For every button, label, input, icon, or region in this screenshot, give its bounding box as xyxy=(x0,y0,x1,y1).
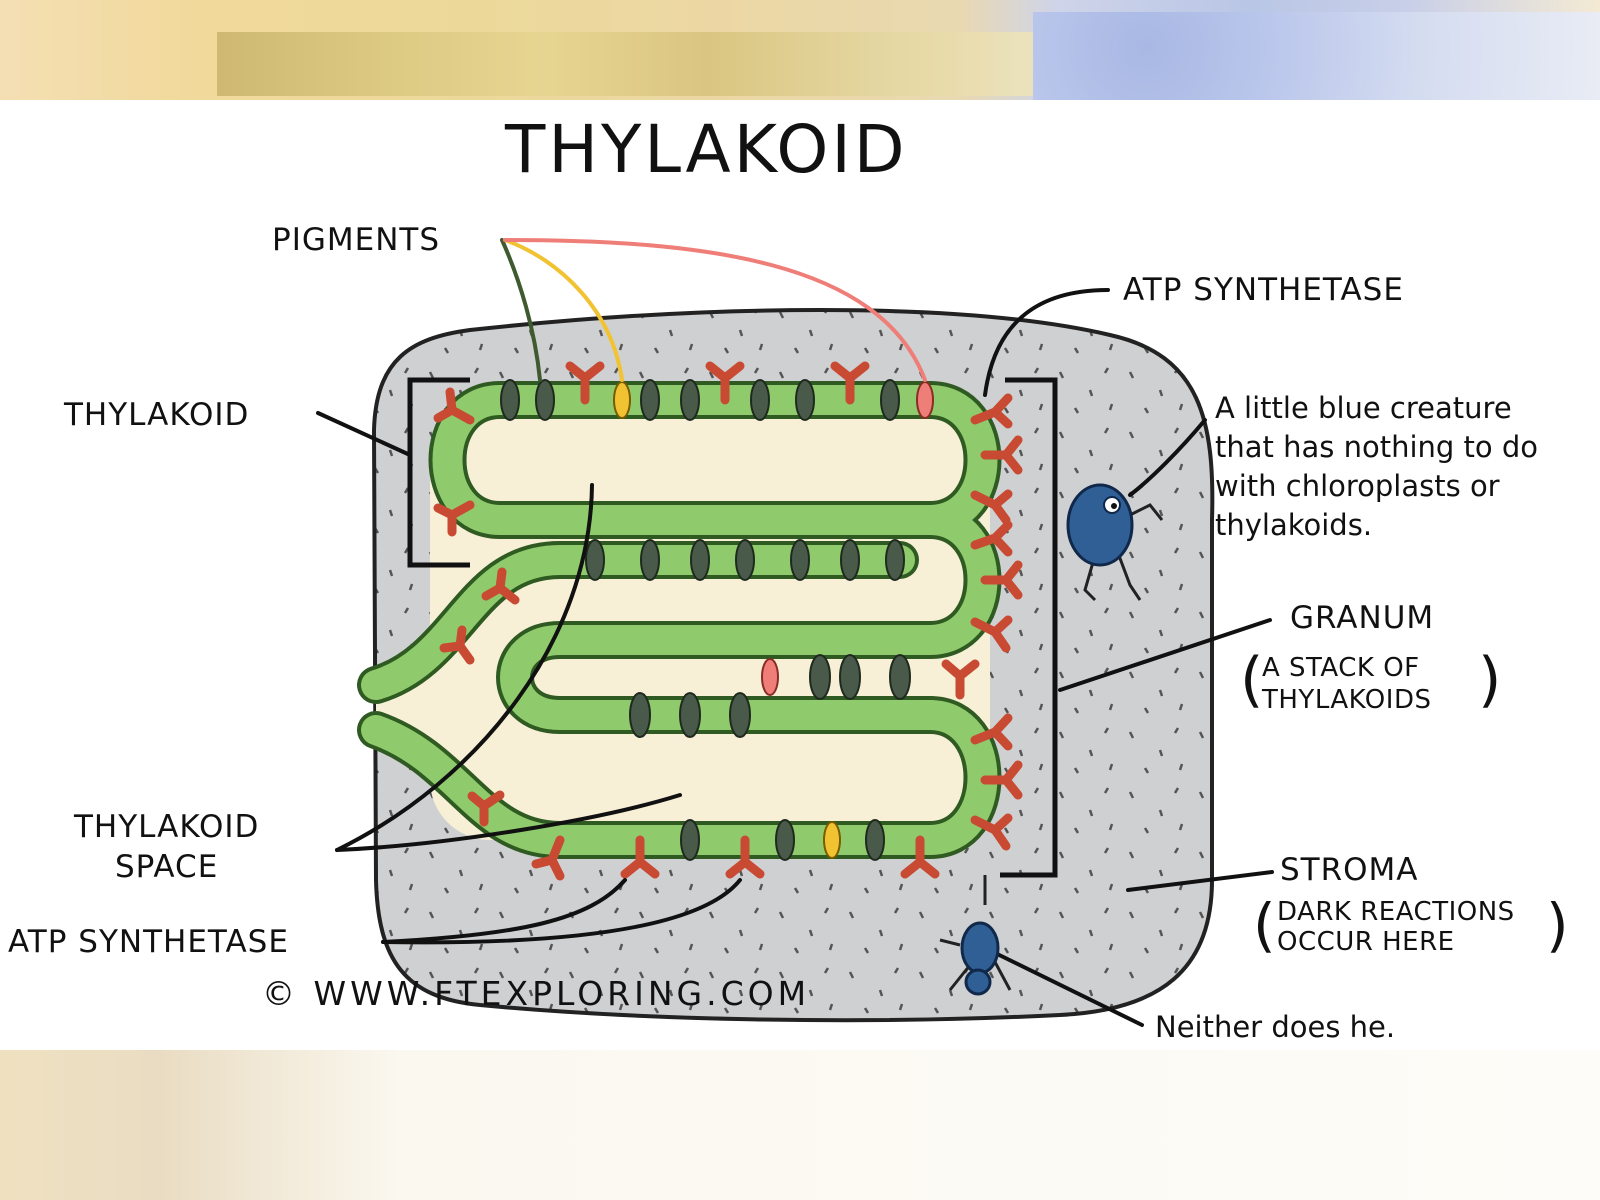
thylakoid-bracket xyxy=(407,377,470,568)
creature-note-line4: thylakoids. xyxy=(1215,508,1372,542)
pigment-pointer-lines xyxy=(500,238,927,382)
label-pigments: PIGMENTS xyxy=(272,222,440,258)
small-blue-creature-icon xyxy=(939,875,1012,996)
label-stroma-sub1: DARK REACTIONS xyxy=(1277,897,1515,927)
pigment-molecules xyxy=(500,379,911,861)
blue-creature-icon xyxy=(1066,483,1164,602)
creature-note-line2: that has nothing to do xyxy=(1215,430,1538,464)
footer-band xyxy=(0,1050,1600,1200)
label-thylakoid: THYLAKOID xyxy=(63,397,249,433)
label-atp-synthetase-top: ATP SYNTHETASE xyxy=(1123,272,1404,308)
copyright-text: © WWW.FTEXPLORING.COM xyxy=(262,974,810,1013)
creature-note-line3: with chloroplasts or xyxy=(1215,469,1500,503)
stroma-paren-close: ) xyxy=(1546,891,1569,959)
diagram-title: THYLAKOID xyxy=(504,111,908,188)
granum-bracket xyxy=(1000,377,1058,878)
label-atp-synthetase-bottom: ATP SYNTHETASE xyxy=(8,924,289,960)
creature-note-line1: A little blue creature xyxy=(1215,391,1512,425)
atp-synthase-molecules xyxy=(433,361,1023,881)
stroma-paren-open: ( xyxy=(1253,891,1276,959)
label-thylakoid-space-line2: SPACE xyxy=(115,849,218,885)
label-pointer-lines xyxy=(316,288,1274,1027)
label-neither-does-he: Neither does he. xyxy=(1155,1010,1395,1044)
banner-leaf-strip xyxy=(217,32,1033,96)
pink-pigments xyxy=(761,381,934,696)
label-granum-sub1: A STACK OF xyxy=(1262,653,1420,683)
label-stroma-sub2: OCCUR HERE xyxy=(1277,927,1455,957)
granum-paren-open: ( xyxy=(1240,645,1263,715)
label-stroma: STROMA xyxy=(1280,852,1419,888)
granum-paren-close: ) xyxy=(1478,645,1501,715)
label-granum-sub2: THYLAKOIDS xyxy=(1261,685,1431,715)
label-thylakoid-space-line1: THYLAKOID xyxy=(73,809,259,845)
banner-flower-photo xyxy=(1033,12,1600,100)
label-granum: GRANUM xyxy=(1290,600,1434,636)
